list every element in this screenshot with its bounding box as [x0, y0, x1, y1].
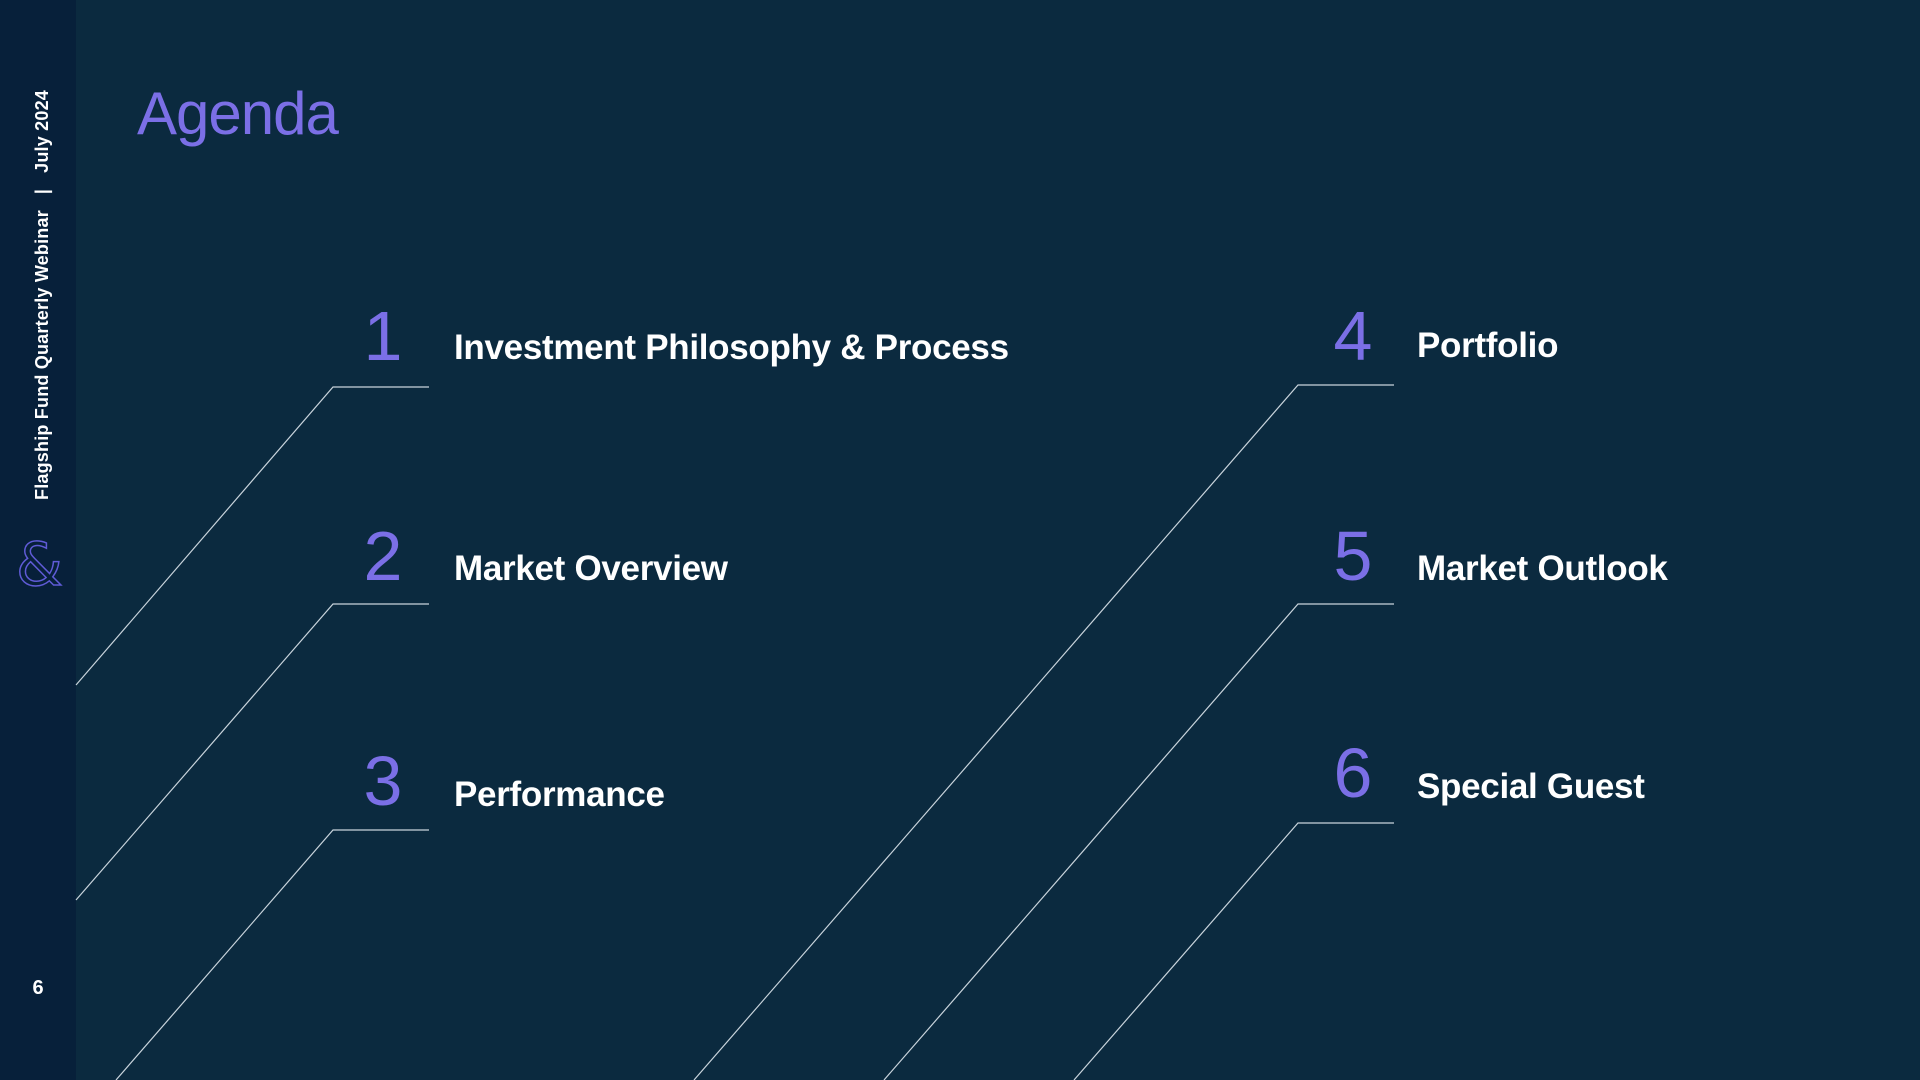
agenda-label: Investment Philosophy & Process	[454, 328, 1009, 367]
agenda-number: 1	[363, 297, 403, 375]
connector-line-5	[883, 603, 1394, 1080]
agenda-label: Portfolio	[1417, 326, 1559, 365]
connector-line-4	[693, 384, 1394, 1080]
agenda-number: 4	[1333, 297, 1373, 375]
agenda-number: 6	[1333, 734, 1373, 812]
page-number: 6	[32, 977, 44, 999]
agenda-number: 2	[363, 517, 403, 595]
agenda-number: 3	[363, 742, 403, 820]
connector-line-3	[115, 829, 429, 1080]
sidebar: Flagship Fund Quarterly Webinar|July 202…	[0, 0, 76, 1080]
connector-line-1	[75, 386, 429, 686]
ampersand-icon: &	[15, 529, 63, 601]
connector-line-6	[1073, 822, 1394, 1080]
agenda-label: Performance	[454, 775, 665, 814]
connector-line-2	[75, 603, 429, 901]
agenda-label: Market Outlook	[1417, 549, 1668, 588]
page-title: Agenda	[137, 80, 339, 147]
agenda-label: Market Overview	[454, 549, 728, 588]
agenda-label: Special Guest	[1417, 767, 1645, 806]
agenda-number: 5	[1333, 517, 1373, 595]
